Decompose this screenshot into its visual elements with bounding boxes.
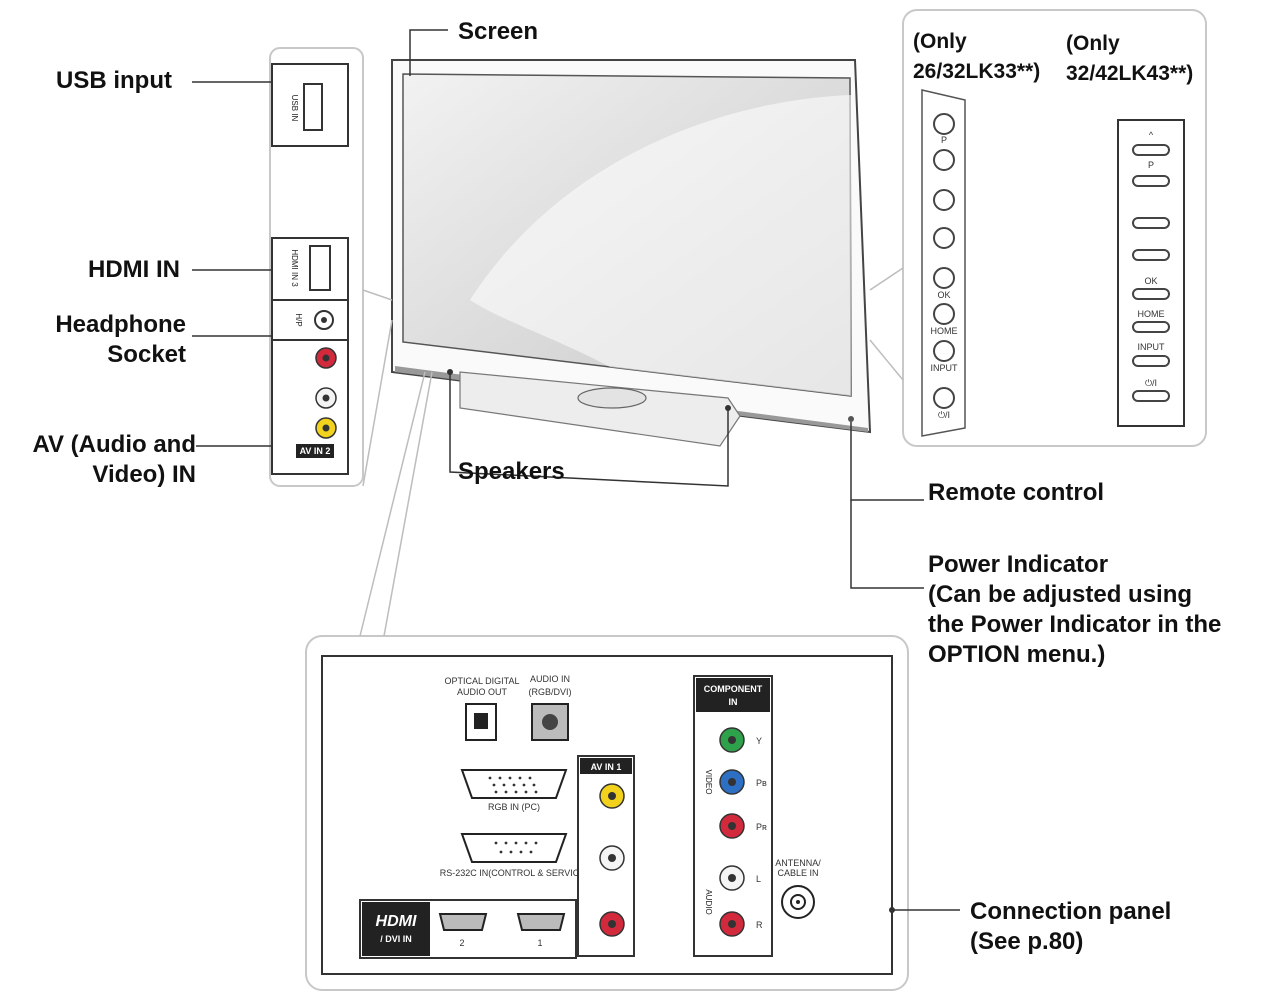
hdmi-in-callout: HDMI IN [88, 256, 180, 283]
av-in-1-label: AV IN 1 [591, 762, 622, 772]
av-in-callout: AV (Audio and Video) IN [8, 430, 196, 490]
headphone-callout-l1: Headphone [55, 311, 186, 338]
headphone-callout-l2: Socket [107, 341, 186, 368]
btn-left-ok: OK [937, 290, 950, 300]
prog-up-button-left[interactable] [933, 113, 955, 135]
hp-label: H/P [294, 313, 303, 326]
power-callout-l1: Power Indicator [928, 551, 1109, 578]
power-callout-l3: the Power Indicator in the [928, 611, 1222, 638]
rgb-in-label: RGB IN (PC) [488, 802, 540, 812]
component-label-l1: COMPONENT [704, 684, 763, 694]
variant-left-l1: (Only [913, 30, 967, 53]
hdmi-port-1-label: 1 [537, 938, 542, 948]
home-button-left[interactable] [933, 303, 955, 325]
hdmi-in-3-label: HDMI IN 3 [290, 249, 299, 287]
ok-button-left[interactable] [933, 267, 955, 289]
comp-pb-label: Pʙ [756, 778, 767, 788]
connection-panel: OPTICAL DIGITAL AUDIO OUT AUDIO IN (RGB/… [305, 635, 909, 991]
volume-up-button-right[interactable] [1132, 217, 1170, 229]
comp-l-label: L [756, 874, 761, 884]
power-button-left[interactable] [933, 387, 955, 409]
power-indicator-callout: Power Indicator (Can be adjusted using t… [928, 550, 1221, 670]
home-button-right[interactable] [1132, 321, 1170, 333]
tv-stand [459, 371, 741, 447]
hdmi-port-2 [438, 913, 488, 931]
btn-left-input: INPUT [931, 363, 959, 373]
hdmi-logo: HDMI [376, 913, 417, 930]
comp-audio-label: AUDIO [704, 889, 713, 914]
comp-pr-label: Pʀ [756, 822, 767, 832]
side-panel: AV IN 2 USB IN HDMI IN 3 H/P [269, 47, 364, 487]
audio-in-label-l1: AUDIO IN [530, 674, 570, 684]
btn-left-home: HOME [931, 326, 958, 336]
svg-text:^: ^ [1149, 130, 1154, 140]
headphone-callout: Headphone Socket [30, 310, 186, 370]
rs232c-label: RS-232C IN(CONTROL & SERVICE) [440, 868, 589, 878]
btn-right-home: HOME [1138, 309, 1165, 319]
btn-right-p: P [1148, 160, 1154, 170]
usb-in-label: USB IN [290, 95, 299, 122]
remote-control-callout: Remote control [928, 479, 1105, 506]
component-label-l2: IN [729, 697, 738, 707]
av-in-callout-l1: AV (Audio and [32, 431, 196, 458]
rs232c-port [460, 833, 568, 863]
remote-sensor [848, 416, 854, 422]
power-button-right[interactable] [1132, 390, 1170, 402]
usb-input-callout: USB input [56, 67, 172, 94]
volume-down-button-left[interactable] [933, 227, 955, 249]
connection-callout-l2: (See p.80) [970, 928, 1084, 955]
hdmi-port-2-label: 2 [459, 938, 464, 948]
btn-left-power: ⏻/I [938, 410, 950, 420]
prog-up-button-right[interactable] [1132, 144, 1170, 156]
prog-down-button-right[interactable] [1132, 175, 1170, 187]
variant-right-l1: (Only [1066, 32, 1120, 55]
comp-y-label: Y [756, 736, 762, 746]
hdmi-port [309, 245, 331, 291]
button-panel: (Only 26/32LK33**) (Only 32/42LK43**) P … [902, 9, 1207, 447]
volume-down-button-right[interactable] [1132, 249, 1170, 261]
antenna-label-l1: ANTENNA/ [775, 858, 821, 868]
hdmi-dvi-label: / DVI IN [380, 934, 412, 944]
btn-right-ok: OK [1144, 276, 1157, 286]
hdmi-port-1 [516, 913, 566, 931]
comp-r-label: R [756, 920, 763, 930]
tv-front [391, 59, 872, 447]
av-in-callout-l2: Video) IN [92, 461, 196, 488]
zoom-lines [359, 267, 904, 637]
audio-in-label-l2: (RGB/DVI) [528, 687, 571, 697]
antenna-label-l2: CABLE IN [777, 868, 818, 878]
leader-lines [192, 29, 960, 911]
button-column-left: P OK HOME INPUT ⏻/I [931, 113, 959, 420]
av-in-2-label: AV IN 2 [300, 446, 331, 456]
volume-up-button-left[interactable] [933, 189, 955, 211]
power-callout-l4: OPTION menu.) [928, 641, 1106, 668]
btn-left-p: P [941, 135, 947, 145]
connection-callout-l1: Connection panel [970, 898, 1172, 925]
input-button-right[interactable] [1132, 355, 1170, 367]
btn-right-power: ⏻/I [1145, 378, 1157, 388]
input-button-left[interactable] [933, 340, 955, 362]
variant-left-l2: 26/32LK33**) [913, 60, 1040, 83]
prog-down-button-left[interactable] [933, 149, 955, 171]
variant-right-l2: 32/42LK43**) [1066, 62, 1193, 85]
button-column-right: ^ P OK HOME INPUT ⏻/I [1132, 130, 1170, 402]
speakers-callout: Speakers [458, 458, 565, 485]
usb-port [303, 83, 323, 131]
screen-callout: Screen [458, 18, 539, 45]
optical-label-l1: OPTICAL DIGITAL [444, 676, 519, 686]
comp-video-label: VIDEO [704, 770, 713, 795]
power-callout-l2: (Can be adjusted using [928, 581, 1193, 608]
optical-label-l2: AUDIO OUT [457, 687, 508, 697]
btn-right-input: INPUT [1138, 342, 1166, 352]
connection-panel-callout: Connection panel (See p.80) [970, 897, 1171, 957]
ok-button-right[interactable] [1132, 288, 1170, 300]
